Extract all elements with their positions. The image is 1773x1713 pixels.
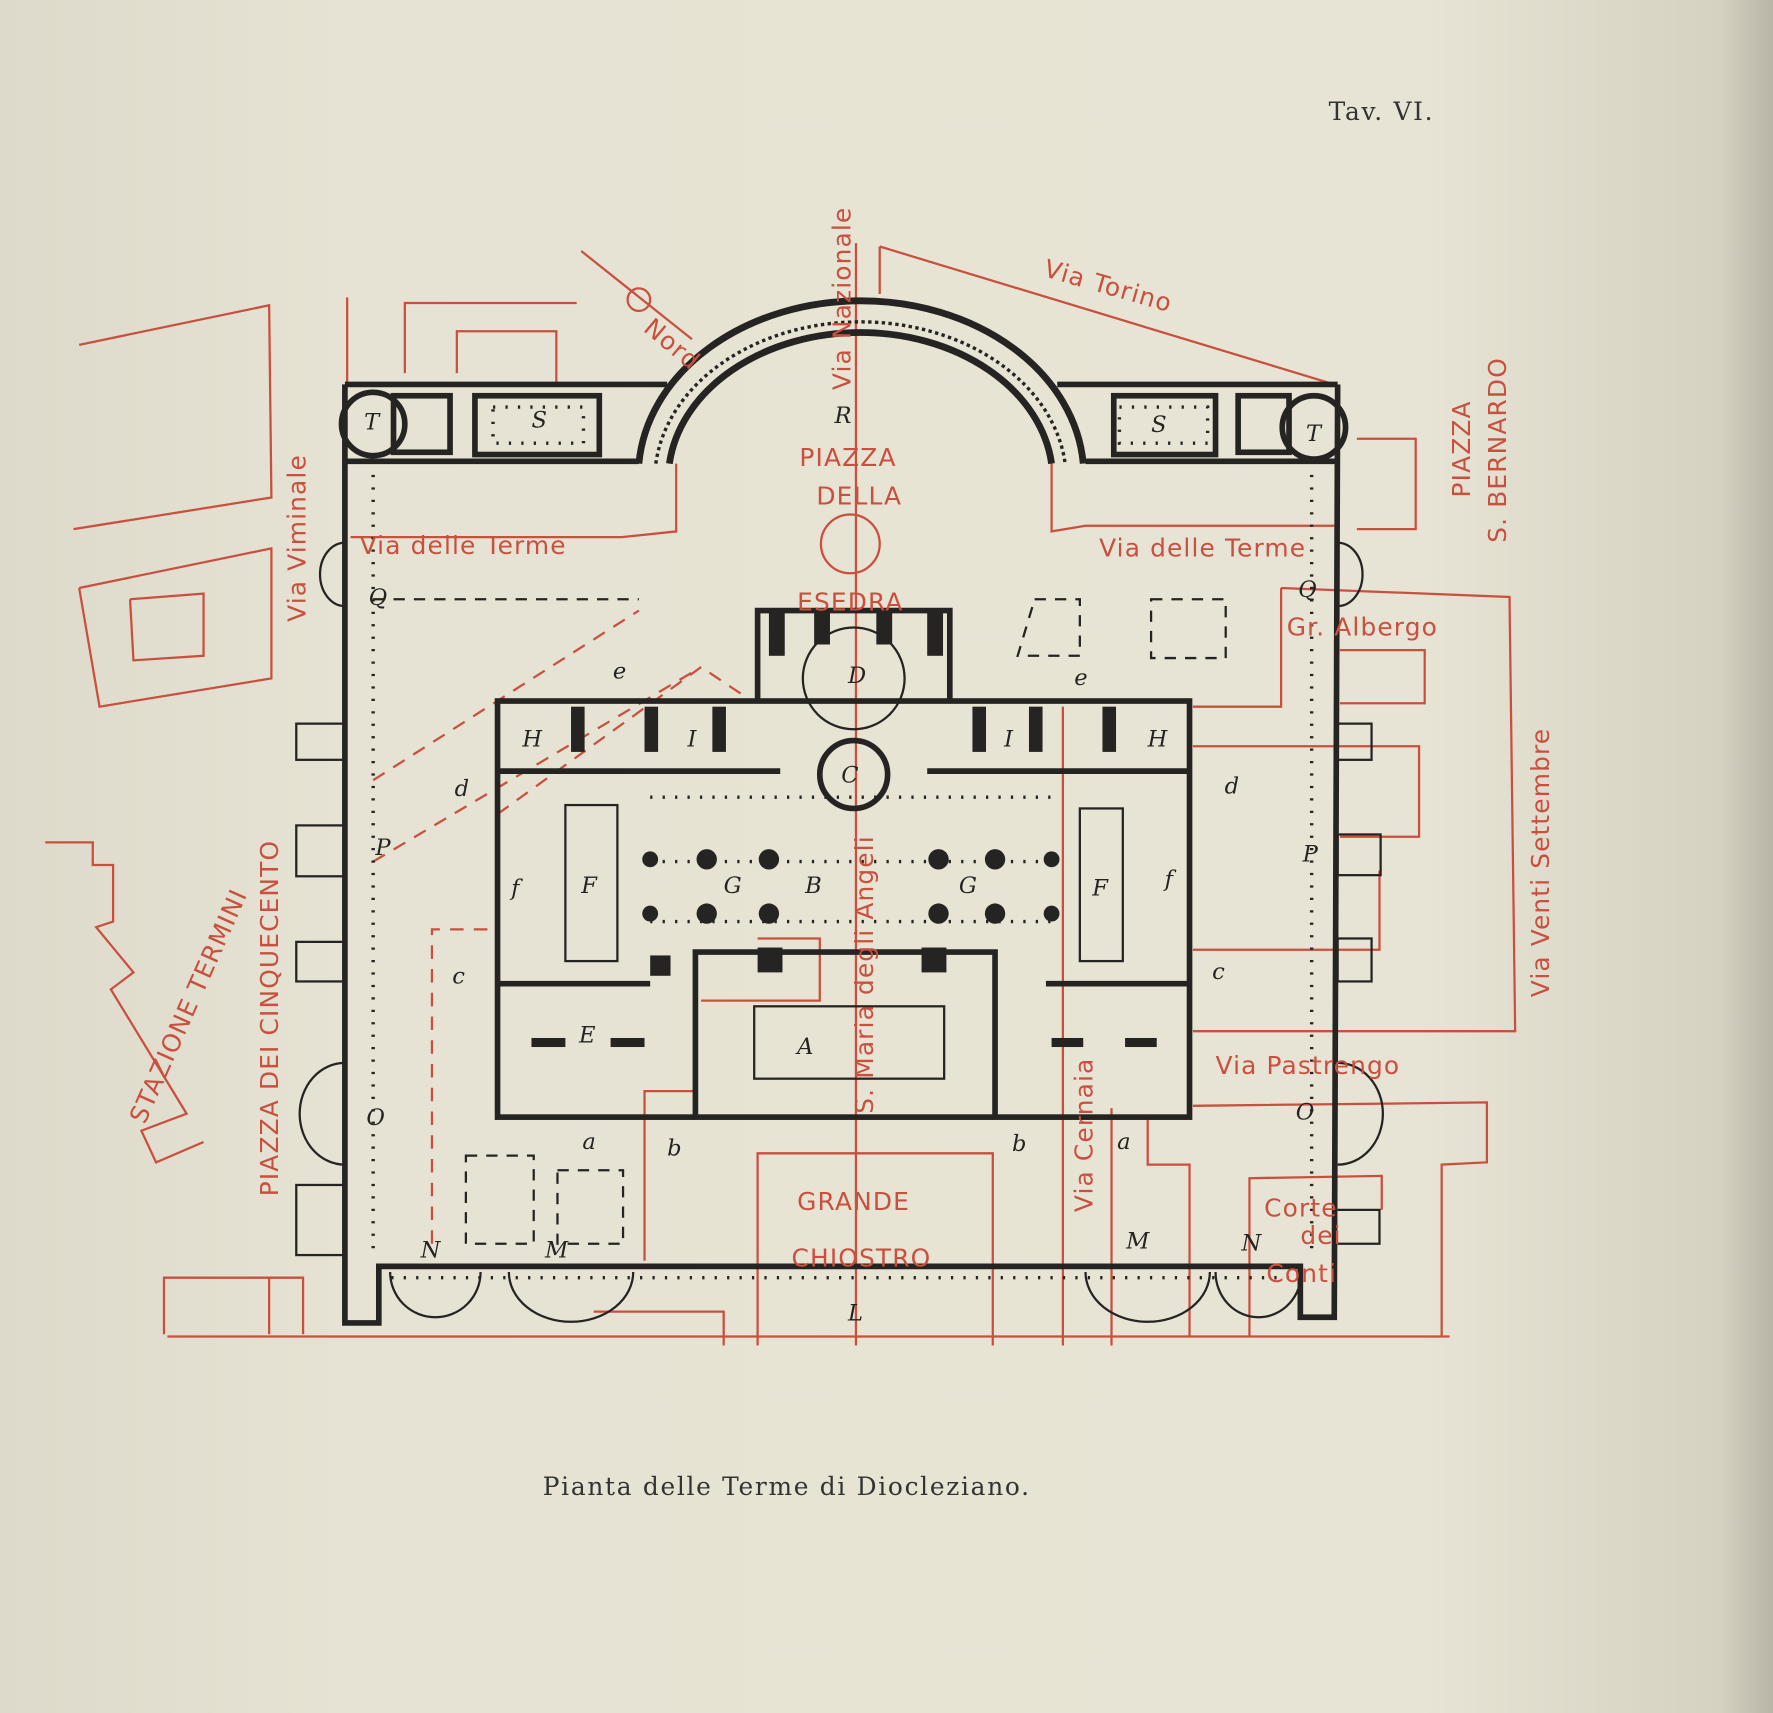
plan-letter: S <box>1151 412 1167 438</box>
plan-letter: L <box>847 1301 863 1327</box>
plan-letter: T <box>364 410 381 436</box>
plan-letter: R <box>833 403 851 429</box>
street-labels: Via Torino Via Nazionale Nord Via Vimina… <box>124 207 1555 1289</box>
label-via-viminale: Via Viminale <box>282 454 311 622</box>
plan-letter: Q <box>1298 577 1317 603</box>
plan-letter: d <box>1225 774 1239 800</box>
plan-letter: f <box>509 876 523 902</box>
plan-letter: O <box>366 1105 385 1131</box>
plan-letter: P <box>374 835 391 861</box>
plan-letter: e <box>613 658 626 684</box>
plate-number: Tav. VI. <box>1329 97 1435 126</box>
plan-letter: b <box>1012 1131 1026 1157</box>
modern-street-overlay <box>45 243 1517 1346</box>
plan-letter: N <box>420 1237 442 1263</box>
label-piazza-esedra-2: DELLA <box>816 481 902 510</box>
label-via-pastrengo: Via Pastrengo <box>1216 1051 1401 1080</box>
plan-letter: H <box>521 726 543 752</box>
plan-letter: N <box>1241 1231 1263 1257</box>
plan-letter: b <box>667 1136 681 1162</box>
plan-letter: M <box>544 1237 569 1263</box>
plan-letter: Q <box>369 585 388 611</box>
plan-letter: G <box>959 873 977 899</box>
plan-letter: c <box>1212 959 1225 985</box>
plan-letter: I <box>686 726 697 752</box>
label-piazza-s-bernardo-2: S. BERNARDO <box>1483 357 1512 543</box>
pillars <box>531 610 1157 1048</box>
plate-caption: Pianta delle Terme di Diocleziano. <box>543 1472 1031 1501</box>
label-via-venti-settembre: Via Venti Settembre <box>1526 728 1555 998</box>
label-grande-chiostro-1: GRANDE <box>797 1187 910 1216</box>
label-corte-dei-conti-2: dei <box>1300 1221 1341 1250</box>
label-via-delle-terme-left: Via delle Terme <box>360 531 567 560</box>
plan-letter: F <box>1091 876 1109 902</box>
label-via-cernaia: Via Cernaia <box>1069 1058 1098 1213</box>
plan-letter: O <box>1296 1099 1315 1125</box>
ancient-building-plan <box>295 297 1384 1326</box>
plan-letter: F <box>580 873 598 899</box>
plan-letter: d <box>455 776 469 802</box>
plan-letter: B <box>804 873 822 899</box>
plan-letter: S <box>531 407 547 433</box>
label-piazza-esedra-1: PIAZZA <box>799 443 896 472</box>
label-santa-maria-degli-angeli: S. Maria degli Angeli <box>850 835 879 1113</box>
label-grande-chiostro-2: CHIOSTRO <box>792 1243 932 1272</box>
plan-letter: e <box>1074 665 1087 691</box>
plan-letter: C <box>841 762 858 788</box>
plan-letter: T <box>1306 421 1323 447</box>
label-piazza-dei-cinquecento: PIAZZA DEI CINQUECENTO <box>255 840 284 1196</box>
plan-letter: H <box>1147 726 1169 752</box>
plan-letter: a <box>582 1129 595 1155</box>
plan-letter: G <box>724 873 742 899</box>
plan-letter: D <box>847 663 866 689</box>
label-corte-dei-conti-1: Corte <box>1264 1194 1337 1223</box>
label-corte-dei-conti-3: Conti <box>1266 1259 1337 1288</box>
plan-letter: I <box>1003 726 1014 752</box>
label-grand-albergo: Gr. Albergo <box>1287 612 1438 641</box>
label-via-delle-terme-right: Via delle Terme <box>1099 533 1306 562</box>
plan-letter: P <box>1302 842 1319 868</box>
plan-letter: f <box>1163 866 1177 892</box>
label-piazza-s-bernardo-1: PIAZZA <box>1447 400 1476 497</box>
label-via-nazionale: Via Nazionale <box>827 207 856 390</box>
plan-letter: c <box>452 964 465 990</box>
label-via-torino: Via Torino <box>1041 254 1176 318</box>
plan-letter: a <box>1117 1129 1130 1155</box>
plan-letter: E <box>578 1022 596 1048</box>
plan-letter: A <box>795 1034 813 1060</box>
label-stazione-termini: STAZIONE TERMINI <box>124 884 253 1127</box>
plan-letter: M <box>1125 1228 1150 1254</box>
label-piazza-esedra-3: ESEDRA <box>797 588 903 617</box>
